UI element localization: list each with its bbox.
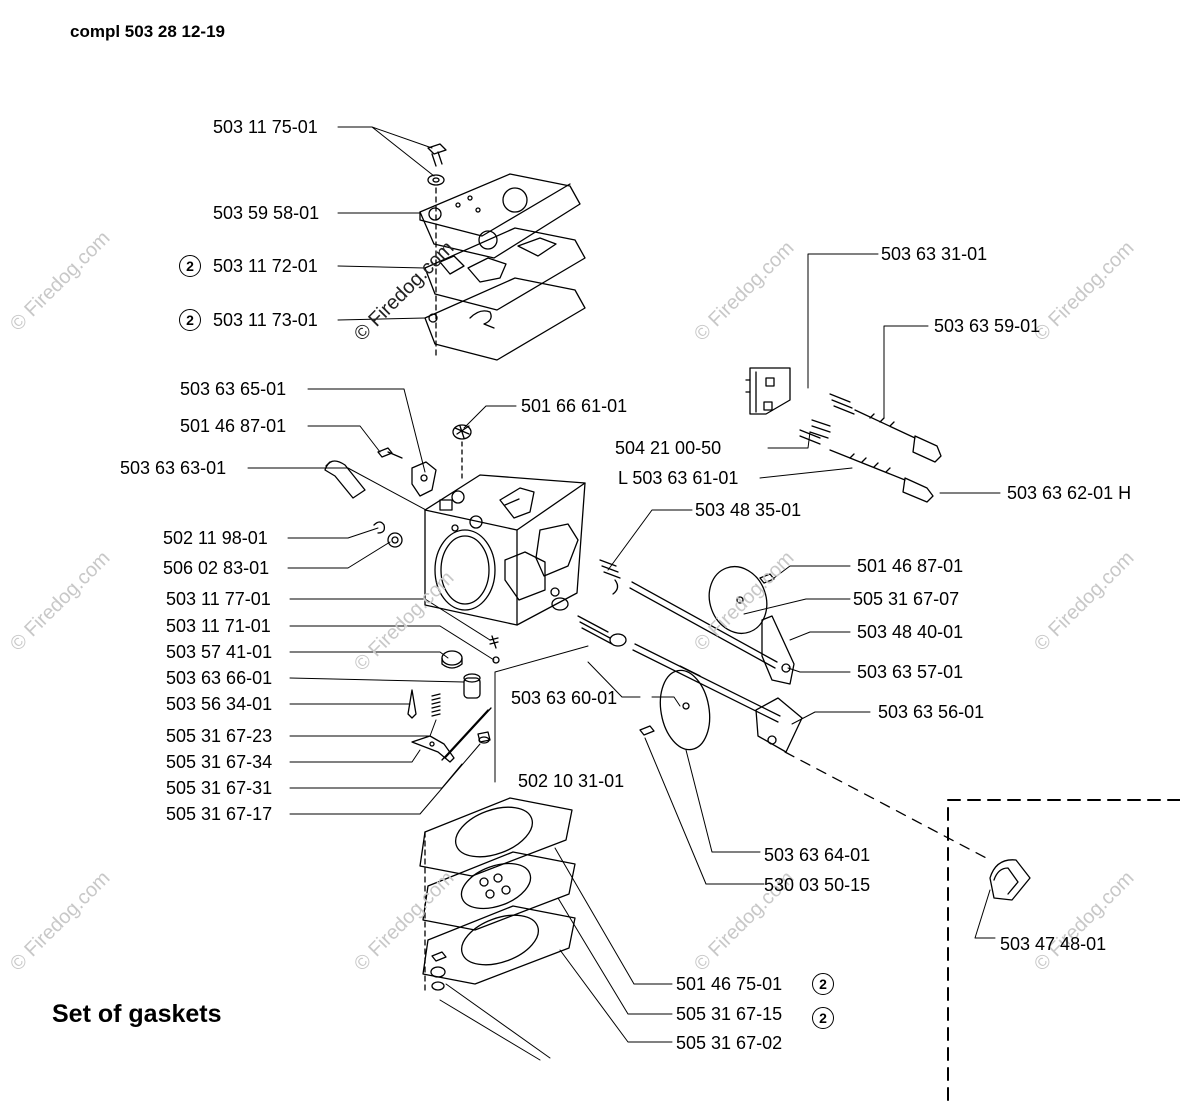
part-label: 503 63 63-01 [120, 458, 227, 478]
choke-shaft [629, 581, 778, 669]
part-label: 503 48 35-01 [695, 500, 802, 520]
part-label: 503 59 58-01 [213, 203, 320, 223]
part-label: 503 63 59-01 [934, 316, 1041, 336]
part-label: 503 47 48-01 [1000, 934, 1107, 954]
part-label: 503 63 57-01 [857, 662, 964, 682]
disc-screws [639, 573, 775, 736]
inset-part [989, 859, 1031, 901]
bottom-screws [430, 951, 447, 991]
throttle-lever [755, 697, 803, 753]
needle-lever [411, 735, 455, 763]
inlet-bracket [411, 461, 437, 497]
part-label: 502 11 98-01 [163, 528, 268, 548]
circlip-and-washer [373, 521, 403, 548]
choke-valve-disc [708, 565, 768, 635]
part-label: 505 31 67-17 [166, 804, 273, 824]
housing-block [745, 367, 791, 415]
bracket-screw [377, 447, 403, 459]
part-label: 503 11 72-01 [213, 256, 318, 276]
part-label: L 503 63 61-01 [618, 468, 739, 488]
part-label: 503 63 65-01 [180, 379, 287, 399]
part-label: 501 46 87-01 [180, 416, 287, 436]
part-label: 503 63 64-01 [764, 845, 871, 865]
kit-marker-badge: 2 [179, 309, 201, 331]
part-label: 505 31 67-34 [166, 752, 273, 772]
section-label: Set of gaskets [52, 1000, 222, 1028]
part-label: 506 02 83-01 [163, 558, 270, 578]
part-label: 503 11 71-01 [166, 616, 271, 636]
part-label: 504 21 00-50 [615, 438, 722, 458]
idle-needle [854, 409, 942, 463]
fuel-filter-screen [452, 424, 472, 479]
part-label: 505 31 67-07 [853, 589, 960, 609]
needle-spring [431, 693, 441, 717]
part-label: 505 31 67-31 [166, 778, 273, 798]
part-label: 505 31 67-23 [166, 726, 273, 746]
part-label: 505 31 67-15 [676, 1004, 783, 1024]
metering-diaphragm [422, 851, 576, 931]
part-label: 503 63 62-01 H [1007, 483, 1132, 503]
part-label: 503 63 56-01 [878, 702, 985, 722]
kit-marker-badge: 2 [812, 973, 834, 995]
kit-marker-badge: 2 [812, 1007, 834, 1029]
part-label: 501 46 75-01 [676, 974, 783, 994]
part-label: 503 11 73-01 [213, 310, 318, 330]
part-label: 502 10 31-01 [518, 771, 625, 791]
part-label: 503 57 41-01 [166, 642, 273, 662]
small-springs [489, 635, 500, 664]
pump-diaphragm [424, 227, 586, 311]
part-label: 505 31 67-02 [676, 1033, 783, 1053]
limiter-springs [799, 393, 855, 445]
pump-cover [419, 173, 581, 259]
seat-insert [463, 673, 481, 699]
part-label: 503 63 31-01 [881, 244, 988, 264]
part-label: 503 48 40-01 [857, 622, 964, 642]
throttle-valve-disc [659, 669, 711, 751]
metering-gasket [419, 797, 573, 877]
carburetor-body [424, 474, 586, 626]
part-label: 503 56 34-01 [166, 694, 273, 714]
part-label: 501 66 61-01 [521, 396, 628, 416]
leader-lines [247, 126, 1001, 1061]
lever-pin-and-screw [441, 707, 492, 761]
choke-lever [761, 615, 795, 685]
part-label: 503 11 77-01 [166, 589, 271, 609]
part-label: 530 03 50-15 [764, 875, 871, 895]
high-needle [829, 449, 934, 503]
throttle-spring [599, 559, 621, 595]
kit-marker-badge: 2 [179, 255, 201, 277]
metering-cover [422, 905, 576, 985]
assembly-title: compl 503 28 12-19 [70, 22, 225, 41]
cover-screw [427, 143, 447, 186]
part-label: 501 46 87-01 [857, 556, 964, 576]
throttle-shaft [632, 643, 781, 723]
inset-frame [947, 799, 1180, 1101]
pump-gasket [424, 277, 586, 361]
part-label: 503 11 75-01 [213, 117, 318, 137]
throttle-needle-assembly [551, 597, 627, 647]
needle-valve [407, 689, 417, 719]
part-label: 503 63 60-01 [511, 688, 618, 708]
welch-plug [441, 650, 463, 669]
fuel-inlet-elbow [324, 460, 366, 499]
part-label: 503 63 66-01 [166, 668, 273, 688]
